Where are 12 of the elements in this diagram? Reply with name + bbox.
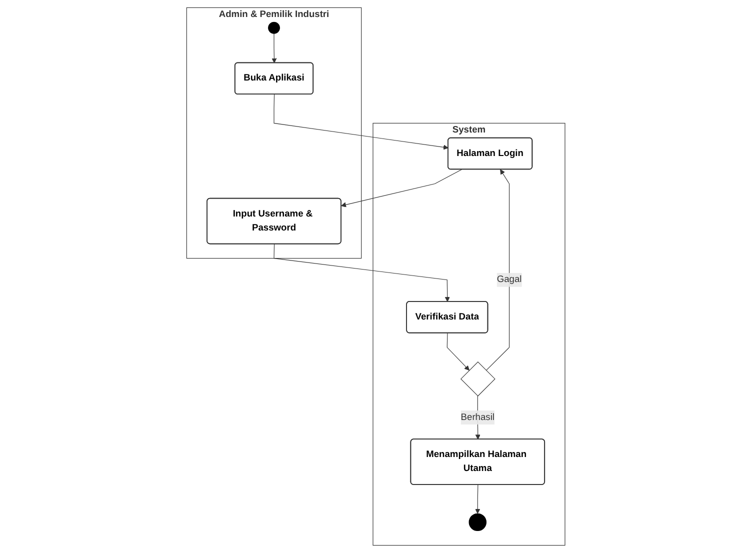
arrow — [446, 332, 470, 371]
node-circle — [468, 513, 486, 532]
arrow — [474, 484, 480, 514]
arrow — [486, 169, 510, 371]
arrow — [340, 169, 462, 208]
arrow — [273, 94, 448, 150]
edge-label: Berhasil — [460, 412, 494, 422]
arrow — [273, 244, 450, 302]
node-circle — [268, 22, 280, 34]
edge-label: Gagal — [496, 274, 522, 285]
node-diamond — [460, 362, 496, 396]
arrow — [271, 33, 276, 64]
